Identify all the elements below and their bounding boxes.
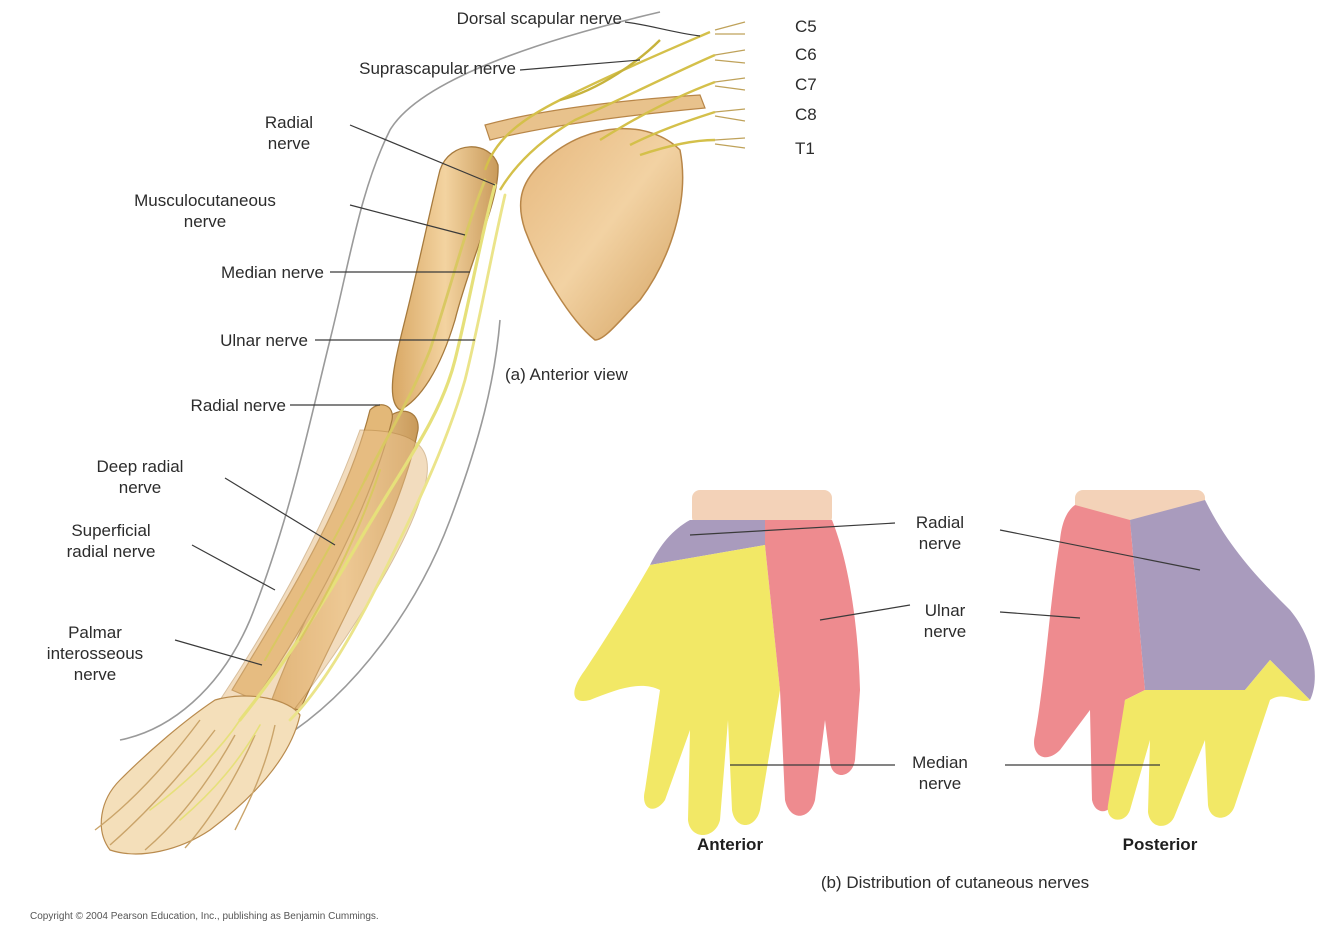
forearm-muscles [220, 430, 428, 715]
label-palmar-interosseous-nerve: Palmar interosseous nerve [10, 622, 180, 685]
anterior-hand [574, 490, 860, 835]
label-hand-median-nerve: Median nerve [880, 752, 1000, 794]
label-ulnar-nerve: Ulnar nerve [100, 330, 308, 351]
label-musculocutaneous-nerve: Musculocutaneous nerve [60, 190, 350, 232]
root-label-c8: C8 [795, 105, 817, 124]
nerve-roots [715, 22, 745, 148]
caption-distribution-cutaneous-nerves: (b) Distribution of cutaneous nerves [690, 872, 1220, 893]
label-anterior: Anterior [650, 834, 810, 855]
anterior-median-region [574, 545, 780, 835]
label-dorsal-scapular-nerve: Dorsal scapular nerve [300, 8, 622, 29]
arm-illustration [95, 12, 745, 854]
label-posterior: Posterior [1080, 834, 1240, 855]
label-hand-ulnar-nerve: Ulnar nerve [890, 600, 1000, 642]
label-hand-radial-nerve: Radial nerve [880, 512, 1000, 554]
label-radial-nerve-upper: Radial nerve [230, 112, 348, 154]
anterior-ulnar-region [765, 520, 860, 816]
posterior-radial-region [1130, 500, 1315, 700]
posterior-hand [1034, 490, 1315, 826]
label-deep-radial-nerve: Deep radial nerve [55, 456, 225, 498]
root-label-c7: C7 [795, 75, 817, 94]
scapula [521, 129, 683, 340]
label-superficial-radial-nerve: Superficial radial nerve [30, 520, 192, 562]
root-label-c6: C6 [795, 45, 817, 64]
label-median-nerve: Median nerve [100, 262, 324, 283]
label-suprascapular-nerve: Suprascapular nerve [200, 58, 516, 79]
caption-anterior-view: (a) Anterior view [505, 364, 745, 385]
root-label-c5: C5 [795, 17, 817, 36]
root-label-t1: T1 [795, 139, 815, 158]
arm-hand [101, 696, 300, 854]
spinal-root-labels: C5C6C7C8T1 [795, 17, 817, 158]
label-radial-nerve-lower: Radial nerve [60, 395, 286, 416]
anterior-wrist [692, 490, 832, 525]
